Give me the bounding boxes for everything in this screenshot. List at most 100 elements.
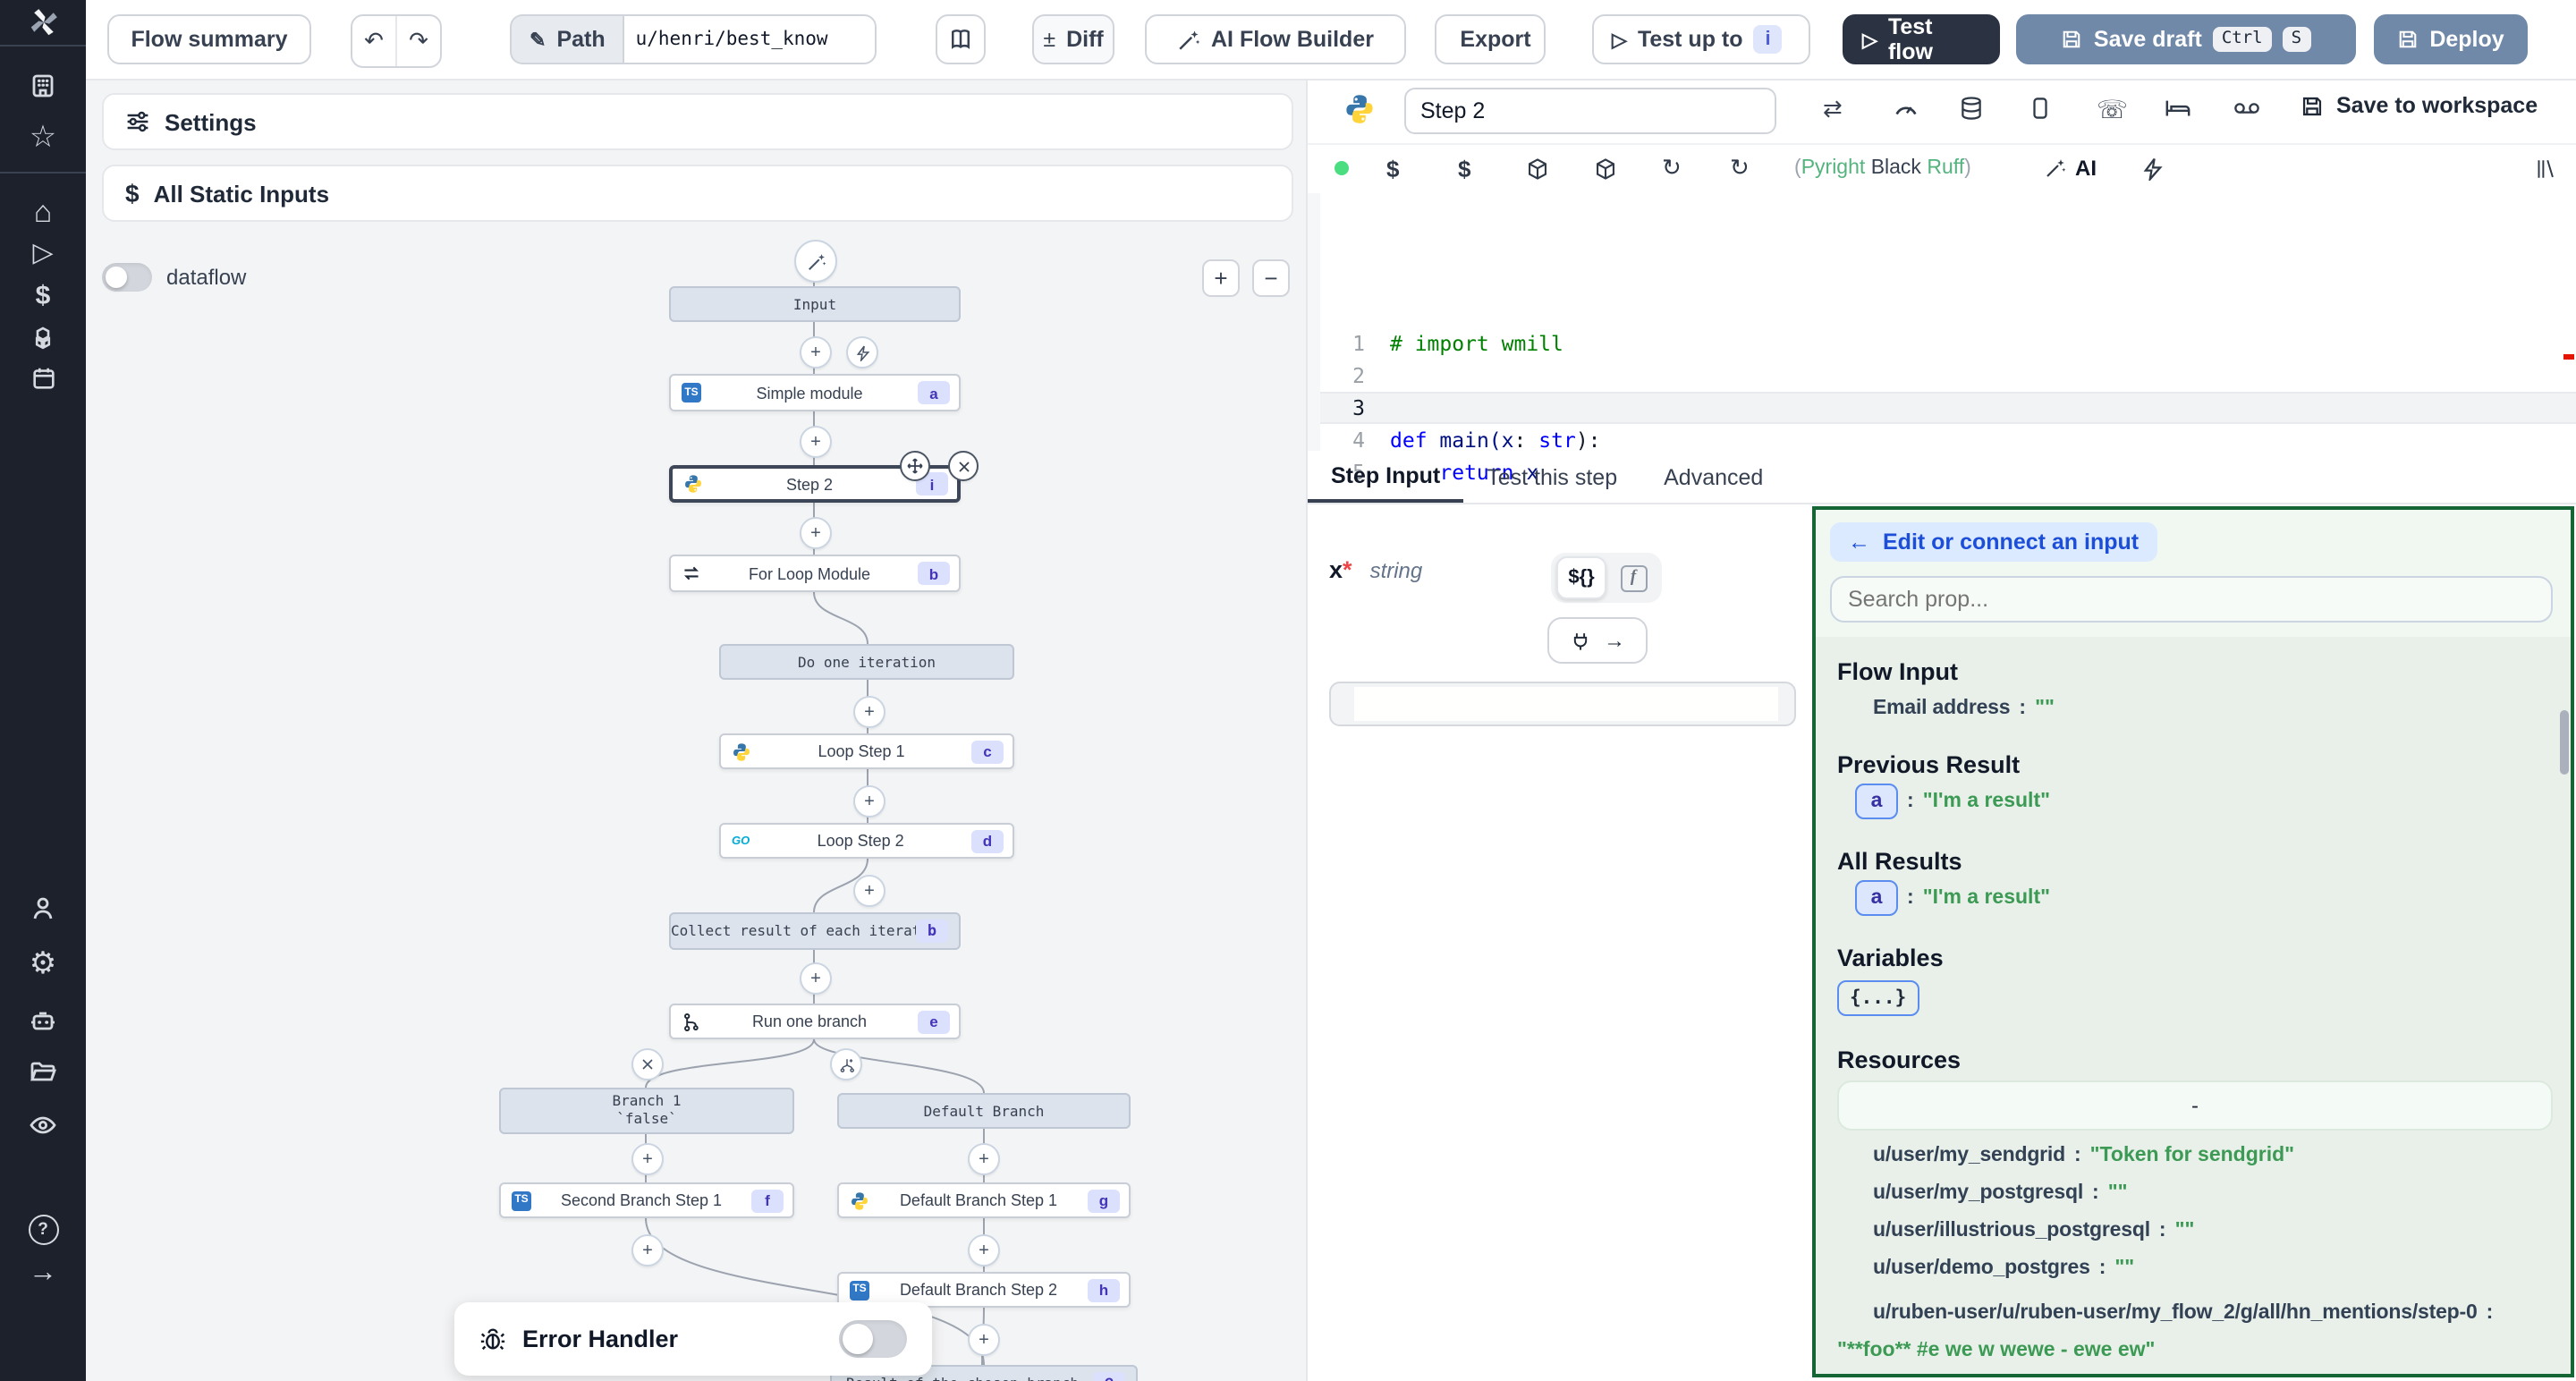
previous-result-row[interactable]: a :"I'm a result"	[1855, 784, 2050, 819]
save-to-workspace-button[interactable]: Save to workspace	[2301, 93, 2538, 118]
flow-node-collect-result[interactable]: Collect result of each iteration b	[669, 912, 961, 950]
reload-icon[interactable]: ↻	[1730, 154, 1750, 182]
expr-mode-toggle[interactable]: ${}	[1556, 556, 1606, 599]
flow-node-run-one-branch[interactable]: Run one branch e	[669, 1004, 961, 1039]
step-id-chip[interactable]: a	[1855, 880, 1898, 916]
resource-row[interactable]: u/ruben-user/u/ruben-user/my_flow_2/g/al…	[1873, 1295, 2556, 1327]
add-step-button[interactable]: +	[853, 785, 886, 818]
variables-picker-icon[interactable]: $	[1458, 155, 1470, 182]
deploy-button[interactable]: Deploy	[2374, 14, 2528, 64]
resource-row[interactable]: u/user/my_postgresql:""	[1873, 1182, 2128, 1204]
docs-book-button[interactable]	[936, 14, 986, 64]
step-name-input[interactable]	[1404, 88, 1776, 134]
static-inputs-icon[interactable]: $	[1386, 155, 1399, 182]
suspend-phone-icon[interactable]: ☏	[2097, 95, 2128, 125]
flow-summary-button[interactable]: Flow summary	[107, 14, 311, 64]
favorites-star-icon[interactable]: ☆	[0, 122, 86, 152]
panel-scrollbar-thumb[interactable]	[2560, 710, 2569, 775]
add-step-button[interactable]: +	[800, 517, 832, 549]
code-editor[interactable]: 1 2 3 4 5 # import wmill def main(x: str…	[1308, 193, 2576, 451]
windmill-logo-icon[interactable]	[0, 5, 86, 39]
expand-rail-arrow-icon[interactable]: →	[0, 1259, 86, 1288]
path-input[interactable]	[623, 14, 877, 64]
add-step-button[interactable]: +	[853, 875, 886, 907]
variables-icon[interactable]: $	[0, 283, 86, 309]
reload-icon[interactable]: ↻	[1662, 154, 1682, 182]
retry-icon[interactable]: ⇄	[1823, 95, 1843, 123]
resource-row[interactable]: u/user/my_sendgrid:"Token for sendgrid"	[1873, 1145, 2294, 1166]
lint-assistants-status[interactable]: (Pyright Black Ruff)	[1794, 157, 1971, 179]
early-stop-gauge-icon[interactable]	[1893, 95, 1919, 122]
flow-input-row[interactable]: Email address:""	[1873, 698, 2055, 719]
path-label[interactable]: ✎ Path	[510, 14, 623, 64]
fn-mode-toggle[interactable]: f	[1610, 558, 1657, 597]
sleep-bed-icon[interactable]	[2165, 95, 2191, 122]
add-step-button[interactable]: +	[631, 1143, 664, 1175]
flow-node-default-branch[interactable]: Default Branch	[837, 1093, 1131, 1129]
folders-icon[interactable]	[0, 1057, 86, 1086]
cache-database-icon[interactable]	[1959, 95, 1984, 122]
resource-row[interactable]: u/user/illustrious_postgresql:""	[1873, 1220, 2194, 1241]
edit-or-connect-back-button[interactable]: ← Edit or connect an input	[1830, 522, 2157, 562]
trigger-bolt-button[interactable]	[846, 336, 878, 369]
error-handler-toggle[interactable]	[839, 1320, 907, 1358]
ai-flow-builder-button[interactable]: AI Flow Builder	[1145, 14, 1406, 64]
save-draft-button[interactable]: Save draft Ctrl S	[2016, 14, 2356, 64]
add-step-button[interactable]: +	[800, 426, 832, 458]
all-results-row[interactable]: a :"I'm a result"	[1855, 880, 2050, 916]
flow-node-loop-step-1[interactable]: Loop Step 1 c	[719, 733, 1014, 769]
move-node-handle[interactable]	[900, 451, 930, 481]
resources-cubes-icon[interactable]	[0, 324, 86, 352]
add-step-button[interactable]: +	[800, 336, 832, 369]
workers-robot-icon[interactable]	[0, 1007, 86, 1036]
home-icon[interactable]: ⌂	[0, 197, 86, 227]
delete-node-button[interactable]	[948, 451, 979, 481]
diff-button[interactable]: ± Diff	[1032, 14, 1114, 64]
flow-node-simple-module[interactable]: TS Simple module a	[669, 374, 961, 411]
test-flow-button[interactable]: ▷ Test flow	[1843, 14, 2000, 64]
undo-button[interactable]: ↶	[352, 16, 395, 66]
workspace-icon[interactable]	[0, 72, 86, 100]
search-prop-input[interactable]	[1830, 576, 2553, 623]
add-step-button[interactable]: +	[968, 1324, 1000, 1356]
ai-wand-circle-button[interactable]	[794, 240, 837, 283]
remove-branch-button[interactable]	[631, 1048, 664, 1080]
help-icon[interactable]: ?	[0, 1215, 86, 1245]
audit-eye-icon[interactable]	[0, 1111, 86, 1140]
flow-node-second-branch-step-1[interactable]: TS Second Branch Step 1 f	[499, 1182, 794, 1218]
resource-row-value[interactable]: "**foo** #e we w wewe - ewe ew"	[1837, 1333, 2553, 1365]
resource-row[interactable]: u/user/demo_postgres:""	[1873, 1258, 2134, 1279]
test-up-to-button[interactable]: ▷ Test up to i	[1592, 14, 1810, 64]
flow-node-input[interactable]: Input	[669, 286, 961, 322]
add-step-button[interactable]: +	[968, 1234, 1000, 1267]
flow-node-default-branch-step-1[interactable]: Default Branch Step 1 g	[837, 1182, 1131, 1218]
package-icon[interactable]	[1526, 157, 1549, 180]
flow-node-do-one-iteration[interactable]: Do one iteration	[719, 644, 1014, 680]
schedules-calendar-icon[interactable]	[0, 365, 86, 392]
add-step-button[interactable]: +	[800, 962, 832, 995]
settings-gear-icon[interactable]: ⚙	[0, 948, 86, 979]
step-id-chip[interactable]: a	[1855, 784, 1898, 819]
tab-step-input[interactable]: Step Input	[1308, 451, 1463, 503]
expression-input[interactable]	[1329, 682, 1796, 726]
voicemail-icon[interactable]	[2233, 95, 2261, 122]
flow-node-for-loop[interactable]: For Loop Module b	[669, 555, 961, 592]
package-icon[interactable]	[1594, 157, 1617, 180]
users-icon[interactable]	[0, 894, 86, 923]
add-step-button[interactable]: +	[631, 1234, 664, 1267]
ai-gen-button[interactable]: AI	[2045, 156, 2097, 181]
tab-test-this-step[interactable]: Test this step	[1463, 451, 1640, 503]
add-branch-button[interactable]	[830, 1048, 862, 1080]
library-panel-icon[interactable]	[2533, 157, 2556, 180]
flow-node-branch-1[interactable]: Branch 1 `false`	[499, 1088, 794, 1134]
runs-icon[interactable]: ▷	[0, 240, 86, 267]
variables-object-chip[interactable]: {...}	[1837, 980, 1919, 1016]
redo-button[interactable]: ↷	[395, 16, 440, 66]
resources-filter-select[interactable]: -	[1837, 1080, 2553, 1131]
add-step-button[interactable]: +	[853, 696, 886, 728]
connect-input-button[interactable]: →	[1547, 617, 1648, 664]
export-button[interactable]: Export	[1435, 14, 1546, 64]
flow-node-loop-step-2[interactable]: GO Loop Step 2 d	[719, 823, 1014, 859]
mock-icon[interactable]	[2029, 95, 2052, 122]
lightning-bolt-icon[interactable]	[2141, 157, 2165, 180]
